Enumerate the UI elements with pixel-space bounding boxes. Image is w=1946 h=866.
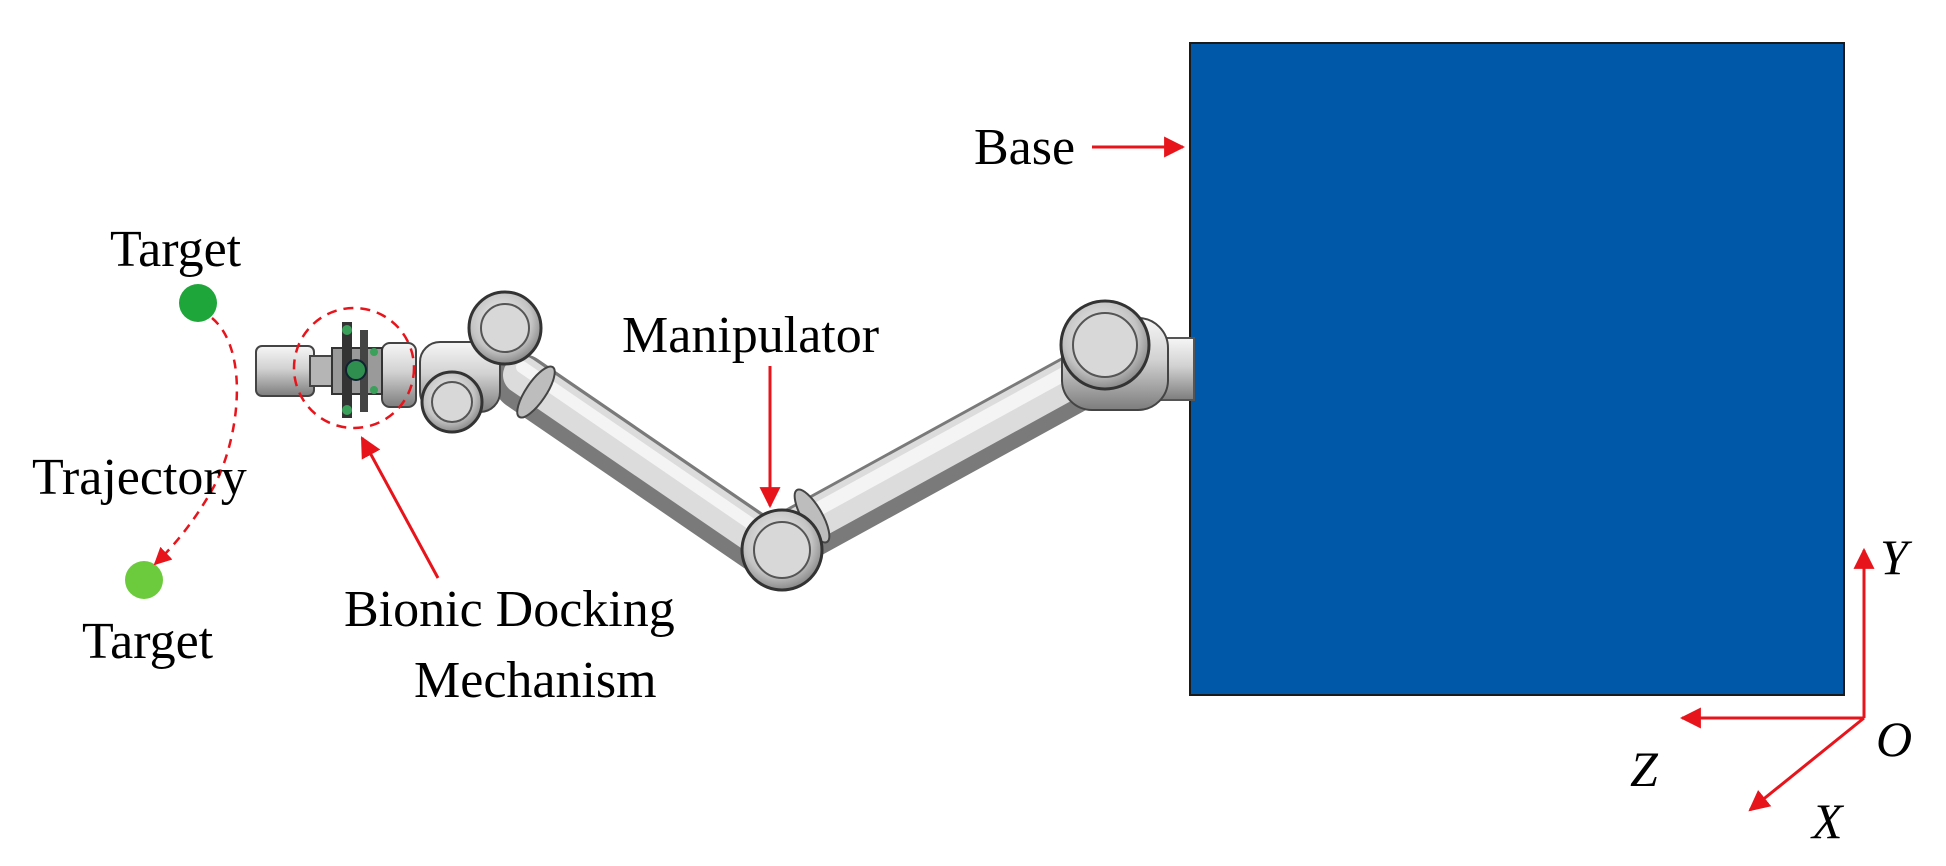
coordinate-frame [1679, 547, 1875, 812]
axis-origin-label: O [1876, 711, 1912, 767]
docking-highlight-circle [292, 306, 416, 430]
bionic-docking-mechanism [255, 306, 416, 430]
axis-y-label: Y [1880, 529, 1913, 585]
base-label: Base [974, 119, 1075, 176]
docking-label-line2: Mechanism [414, 652, 657, 709]
manipulator-label: Manipulator [622, 307, 879, 364]
trajectory-curve [153, 317, 239, 566]
target-bottom-dot [125, 561, 163, 599]
target-top-label: Target [110, 221, 242, 278]
target-top-dot [179, 284, 217, 322]
axis-z-label: Z [1630, 741, 1659, 797]
docking-arrow [360, 436, 440, 579]
docking-label-line1: Bionic Docking [344, 581, 675, 638]
target-bottom-label: Target [82, 613, 214, 670]
x-axis-arrow [1748, 716, 1865, 812]
trajectory-label: Trajectory [32, 449, 247, 506]
manipulator-arm [381, 290, 1195, 592]
axis-x-label: X [1810, 793, 1845, 849]
base-block [1189, 42, 1845, 696]
